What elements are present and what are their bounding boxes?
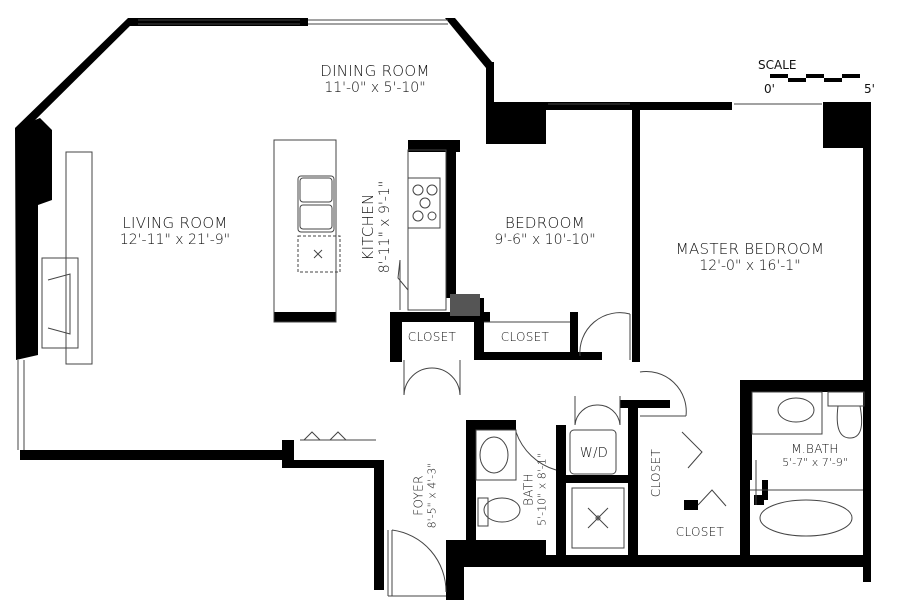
- room-dims: 12'-11" x 21'-9": [119, 232, 231, 248]
- room-bath: BATH 5'-10" x 8'-1": [522, 445, 549, 535]
- room-dims: 11'-0" x 5'-10": [324, 80, 426, 96]
- room-bedroom: BEDROOM 9'-6" x 10'-10": [475, 214, 615, 248]
- room-name: KITCHEN: [359, 193, 377, 261]
- room-dims: 8'-5" x 4'-3": [425, 462, 439, 529]
- room-living: LIVING ROOM 12'-11" x 21'-9": [100, 214, 250, 248]
- closet-4: CLOSET: [670, 525, 730, 539]
- room-kitchen: KITCHEN 8'-11" x 9'-1": [359, 162, 393, 292]
- room-master-bedroom: MASTER BEDROOM 12'-0" x 16'-1": [660, 240, 840, 274]
- scale-title: SCALE: [758, 58, 797, 72]
- room-name: CLOSET: [649, 448, 663, 498]
- room-dining: DINING ROOM 11'-0" x 5'-10": [300, 62, 450, 96]
- room-name: CLOSET: [675, 525, 725, 539]
- fixtures: [17, 19, 865, 597]
- room-name: M.BATH: [791, 442, 839, 456]
- room-name: CLOSET: [407, 330, 457, 344]
- walls: [15, 18, 871, 600]
- room-name: BATH: [521, 473, 536, 506]
- room-name: FOYER: [411, 475, 426, 516]
- room-dims: 8'-11" x 9'-1": [377, 180, 393, 274]
- scale-bar: [770, 74, 860, 82]
- room-master-bath: M.BATH 5'-7" x 7'-9": [770, 442, 860, 469]
- room-name: W/D: [579, 446, 609, 461]
- closet-2: CLOSET: [490, 330, 560, 344]
- room-name: LIVING ROOM: [122, 214, 228, 232]
- closet-3: CLOSET: [649, 443, 663, 503]
- scale-start: 0': [764, 82, 775, 96]
- room-dims: 5'-7" x 7'-9": [782, 456, 848, 469]
- closet-1: CLOSET: [402, 330, 462, 344]
- washer-dryer: W/D: [574, 446, 614, 461]
- room-dims: 12'-0" x 16'-1": [699, 258, 801, 274]
- room-name: BEDROOM: [505, 214, 585, 232]
- room-dims: 5'-10" x 8'-1": [535, 453, 549, 526]
- room-dims: 9'-6" x 10'-10": [494, 232, 596, 248]
- scale-end: 5': [864, 82, 875, 96]
- room-name: DINING ROOM: [320, 62, 430, 80]
- room-foyer: FOYER 8'-5" x 4'-3": [412, 451, 439, 541]
- room-name: CLOSET: [500, 330, 550, 344]
- room-name: MASTER BEDROOM: [675, 240, 825, 258]
